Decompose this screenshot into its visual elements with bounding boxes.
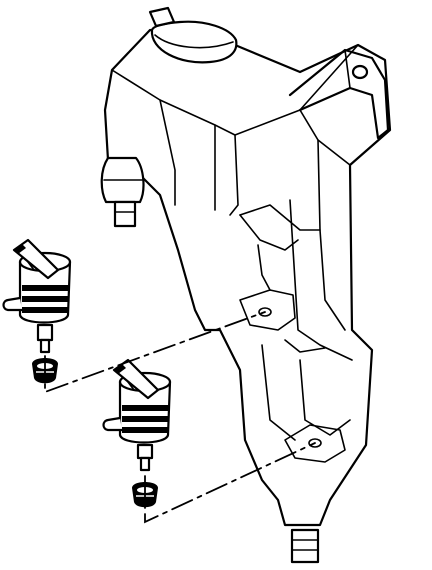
washer-reservoir-icon [103,28,392,564]
washer-pump-icon [102,358,172,472]
cap-icon [148,6,238,64]
side-outlet-icon [100,156,145,228]
washer-pump-icon [2,238,72,354]
assembly-leader-lines [44,311,316,524]
